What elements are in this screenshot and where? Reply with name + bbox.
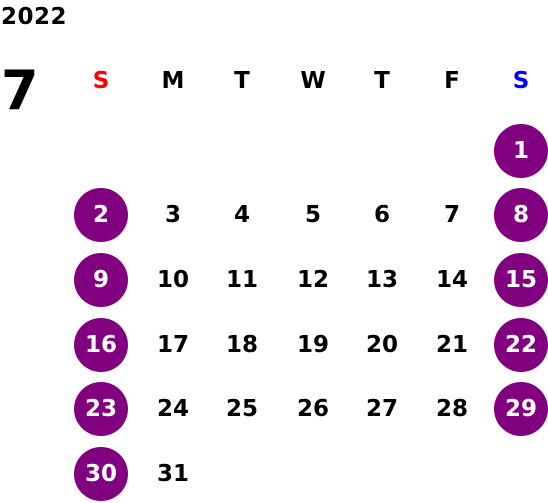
- calendar-day[interactable]: 3: [164, 202, 181, 228]
- calendar-day-weekend[interactable]: 2: [74, 188, 128, 242]
- weekday-label: T: [374, 68, 390, 94]
- calendar-day[interactable]: 25: [225, 396, 258, 422]
- calendar-day-weekend[interactable]: 16: [74, 318, 128, 372]
- calendar-day[interactable]: 17: [156, 332, 189, 358]
- calendar-day[interactable]: 14: [435, 267, 468, 293]
- calendar-day-weekend[interactable]: 1: [494, 124, 548, 178]
- calendar-day-weekend[interactable]: 23: [74, 382, 128, 436]
- calendar-day[interactable]: 21: [435, 332, 468, 358]
- calendar-day[interactable]: 27: [365, 396, 398, 422]
- calendar-day[interactable]: 28: [435, 396, 468, 422]
- calendar-day[interactable]: 13: [365, 267, 398, 293]
- calendar-day[interactable]: 19: [296, 332, 329, 358]
- calendar-day[interactable]: 4: [233, 202, 250, 228]
- calendar-day[interactable]: 10: [156, 267, 189, 293]
- calendar-day-weekend[interactable]: 30: [74, 447, 128, 501]
- weekday-label: M: [161, 68, 185, 94]
- calendar-day[interactable]: 12: [296, 267, 329, 293]
- calendar-day[interactable]: 26: [296, 396, 329, 422]
- calendar-day[interactable]: 20: [365, 332, 398, 358]
- calendar-day[interactable]: 24: [156, 396, 189, 422]
- weekday-label: F: [444, 68, 460, 94]
- calendar-month: 7: [1, 59, 39, 122]
- calendar-day[interactable]: 31: [156, 461, 189, 487]
- calendar-day-weekend[interactable]: 15: [494, 253, 548, 307]
- calendar-day[interactable]: 5: [304, 202, 321, 228]
- calendar-day[interactable]: 11: [225, 267, 258, 293]
- calendar-day-weekend[interactable]: 29: [494, 382, 548, 436]
- calendar-day-weekend[interactable]: 9: [74, 253, 128, 307]
- calendar-day[interactable]: 7: [443, 202, 460, 228]
- calendar-day-weekend[interactable]: 22: [494, 318, 548, 372]
- weekday-label: T: [234, 68, 250, 94]
- calendar-day[interactable]: 18: [225, 332, 258, 358]
- weekday-label: W: [300, 68, 326, 94]
- calendar-day[interactable]: 6: [373, 202, 390, 228]
- weekday-label: S: [92, 68, 110, 94]
- calendar-year: 2022: [1, 4, 68, 30]
- weekday-label: S: [512, 68, 530, 94]
- calendar-day-weekend[interactable]: 8: [494, 188, 548, 242]
